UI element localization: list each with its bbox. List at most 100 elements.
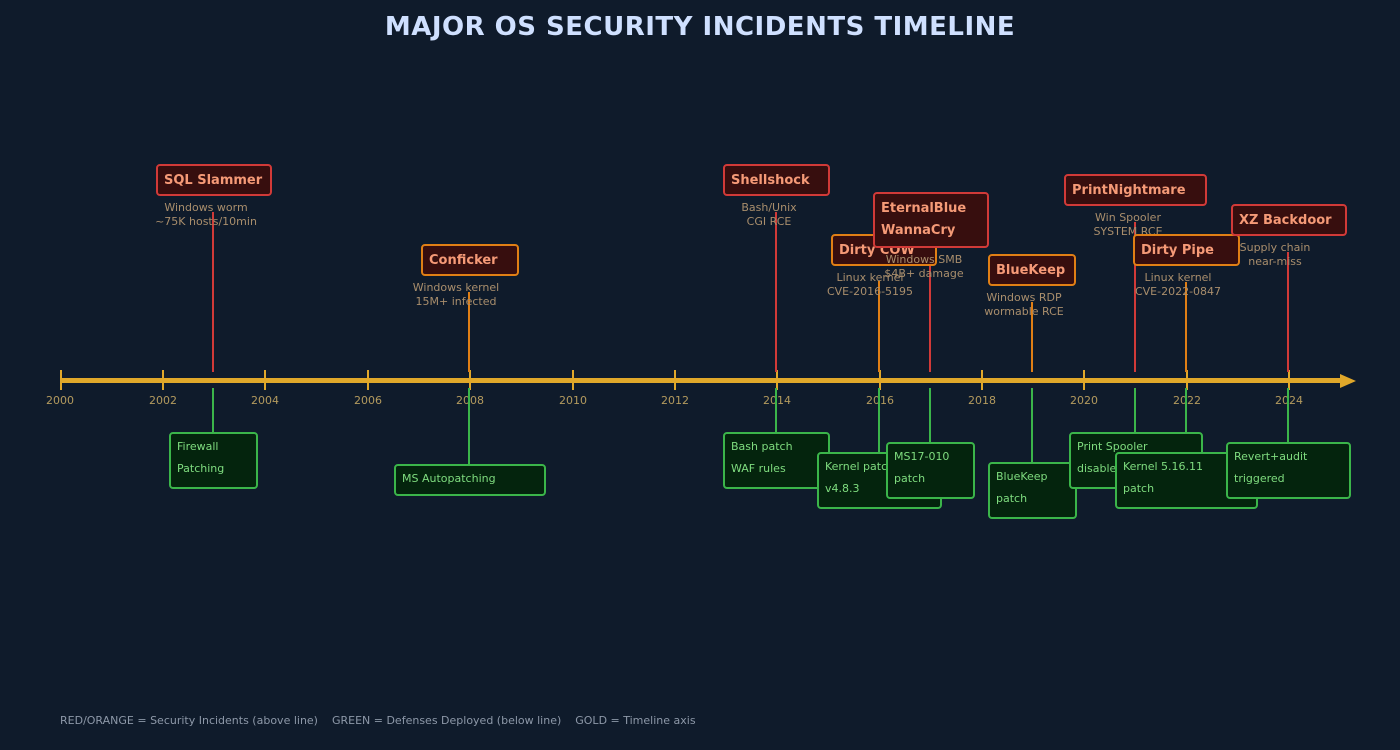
defense-stem bbox=[212, 388, 214, 434]
incident-bluekeep: BlueKeep bbox=[988, 254, 1076, 286]
desc-line: Bash/Unix bbox=[741, 201, 797, 214]
tick-label: 2012 bbox=[661, 394, 689, 407]
defense-line: Bash patch bbox=[731, 440, 793, 453]
defense-line: v4.8.3 bbox=[825, 482, 860, 495]
desc-line: Linux kernel bbox=[836, 271, 904, 284]
defense-line: patch bbox=[894, 472, 926, 485]
defense-line: MS17-010 bbox=[894, 450, 950, 463]
desc-line: CGI RCE bbox=[746, 215, 792, 228]
incident-stem bbox=[929, 250, 931, 372]
axis-tick bbox=[674, 370, 676, 390]
axis-tick bbox=[1288, 370, 1290, 390]
defense-line: Revert+audit bbox=[1234, 450, 1308, 463]
defense-stem bbox=[775, 388, 777, 434]
legend: RED/ORANGE = Security Incidents (above l… bbox=[60, 714, 696, 727]
defense-stem bbox=[1134, 388, 1136, 434]
desc-line: $4B+ damage bbox=[884, 267, 964, 280]
tick-label: 2018 bbox=[968, 394, 996, 407]
chart-title: MAJOR OS SECURITY INCIDENTS TIMELINE bbox=[384, 12, 1016, 42]
incident-sql-slammer: SQL Slammer bbox=[156, 164, 272, 196]
defense-ms-autopatching: MS Autopatching bbox=[394, 464, 546, 496]
desc-line: CVE-2022-0847 bbox=[1134, 285, 1222, 298]
axis-tick bbox=[469, 370, 471, 390]
tick-label: 2010 bbox=[559, 394, 587, 407]
axis-tick bbox=[879, 370, 881, 390]
desc-line: Windows kernel bbox=[412, 281, 500, 294]
incident-name: EternalBlue bbox=[881, 201, 967, 216]
incident-name: PrintNightmare bbox=[1072, 183, 1186, 198]
incident-name-line2: WannaCry bbox=[881, 223, 956, 238]
incident-stem bbox=[212, 212, 214, 372]
defense-stem bbox=[1185, 388, 1187, 454]
defense-stem bbox=[1287, 388, 1289, 444]
defense-line: Kernel 5.16.11 bbox=[1123, 460, 1204, 473]
axis-tick bbox=[776, 370, 778, 390]
axis-tick bbox=[981, 370, 983, 390]
incident-shellshock: Shellshock bbox=[723, 164, 830, 196]
desc-line: Win Spooler bbox=[1095, 211, 1161, 224]
incident-name: Dirty Pipe bbox=[1141, 243, 1214, 258]
desc-line: near-miss bbox=[1248, 255, 1302, 268]
incident-stem bbox=[468, 292, 470, 372]
defense-line: Patching bbox=[177, 462, 225, 475]
defense-ms17-010: MS17-010 patch bbox=[886, 442, 975, 499]
defense-line: patch bbox=[1123, 482, 1155, 495]
incident-dirty-pipe: Dirty Pipe bbox=[1133, 234, 1240, 266]
incident-stem bbox=[1031, 302, 1033, 372]
axis-tick bbox=[162, 370, 164, 390]
incident-stem bbox=[878, 281, 880, 372]
tick-label: 2022 bbox=[1173, 394, 1201, 407]
desc-line: ~75K hosts/10min bbox=[155, 215, 257, 228]
tick-label: 2008 bbox=[456, 394, 484, 407]
incident-name: Conficker bbox=[429, 253, 498, 268]
tick-label: 2006 bbox=[354, 394, 382, 407]
tick-label: 2002 bbox=[149, 394, 177, 407]
defense-line: Firewall bbox=[177, 440, 219, 453]
incident-printnightmare: PrintNightmare bbox=[1064, 174, 1207, 206]
desc-line: Supply chain bbox=[1239, 241, 1311, 254]
axis-tick bbox=[367, 370, 369, 390]
incident-stem bbox=[775, 212, 777, 372]
incident-conficker: Conficker bbox=[421, 244, 519, 276]
axis-tick bbox=[60, 370, 62, 390]
defense-stem bbox=[1031, 388, 1033, 464]
axis-tick bbox=[1083, 370, 1085, 390]
tick-label: 2000 bbox=[46, 394, 74, 407]
defense-revert-audit: Revert+audit triggered bbox=[1226, 442, 1351, 499]
desc-line: Linux kernel bbox=[1144, 271, 1212, 284]
axis-tick bbox=[1186, 370, 1188, 390]
defense-stem bbox=[468, 388, 470, 466]
defense-line: Print Spooler bbox=[1077, 440, 1148, 453]
incident-description: Windows worm~75K hosts/10min bbox=[140, 201, 272, 229]
desc-line: wormable RCE bbox=[984, 305, 1064, 318]
tick-label: 2004 bbox=[251, 394, 279, 407]
defense-line: triggered bbox=[1234, 472, 1285, 485]
incident-name: XZ Backdoor bbox=[1239, 213, 1332, 228]
axis-arrow-icon bbox=[1340, 374, 1356, 388]
incident-stem bbox=[1134, 222, 1136, 372]
desc-line: Windows RDP bbox=[986, 291, 1062, 304]
tick-label: 2016 bbox=[866, 394, 894, 407]
desc-line: Windows worm bbox=[164, 201, 248, 214]
axis-tick bbox=[572, 370, 574, 390]
tick-label: 2014 bbox=[763, 394, 791, 407]
incident-name: BlueKeep bbox=[996, 263, 1066, 278]
defense-stem bbox=[878, 388, 880, 454]
incident-name: SQL Slammer bbox=[164, 173, 263, 188]
desc-line: CVE-2016-5195 bbox=[826, 285, 914, 298]
incident-stem bbox=[1185, 282, 1187, 372]
tick-label: 2024 bbox=[1275, 394, 1303, 407]
defense-line: BlueKeep bbox=[996, 470, 1048, 483]
desc-line: Windows SMB bbox=[885, 253, 963, 266]
incident-xz-backdoor: XZ Backdoor bbox=[1231, 204, 1347, 236]
timeline-axis bbox=[61, 378, 1344, 383]
defense-line: disabled bbox=[1077, 462, 1124, 475]
defense-line: WAF rules bbox=[731, 462, 786, 475]
